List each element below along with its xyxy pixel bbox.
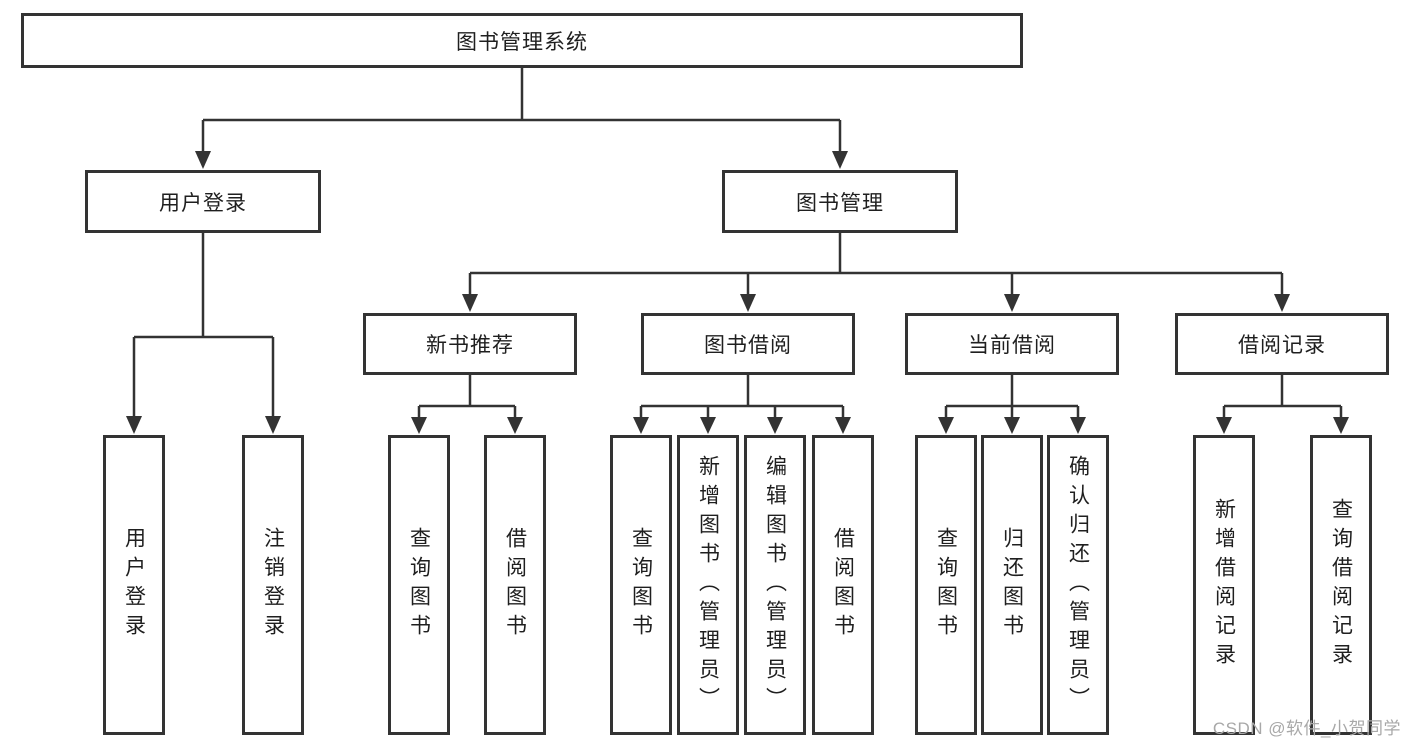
node-label: 归还图书 [1000, 527, 1024, 643]
node-label: 查询图书 [407, 527, 431, 643]
node-label: 图书借阅 [704, 334, 792, 357]
node-label: 用户登录 [159, 191, 247, 215]
connector-current-borrowing-to-leaves [938, 375, 1086, 434]
connector-user-login-to-leaves [126, 233, 281, 434]
node-label: 编辑图书（管理员） [763, 454, 787, 716]
node-borrowing-records: 借阅记录 [1175, 313, 1389, 375]
node-label: 借阅记录 [1238, 334, 1326, 357]
leaf-query-borrow-record: 查询借阅记录 [1310, 435, 1372, 735]
connector-new-book-recommend-to-leaves [411, 375, 523, 434]
node-label: 查询借阅记录 [1329, 498, 1353, 672]
node-label: 查询图书 [934, 527, 958, 643]
node-label: 新书推荐 [426, 334, 514, 357]
watermark: CSDN @软件_小贺同学 [1212, 719, 1401, 738]
node-library-management-system: 图书管理系统 [21, 13, 1023, 68]
connector-borrowing-records-to-leaves [1216, 375, 1349, 434]
node-label: 用户登录 [122, 527, 146, 643]
node-label: 查询图书 [629, 527, 653, 643]
leaf-confirm-return-admin: 确认归还（管理员） [1047, 435, 1109, 735]
node-label: 借阅图书 [503, 527, 527, 643]
leaf-query-books-borrowing: 查询图书 [610, 435, 672, 735]
connector-book-borrowing-to-leaves [633, 375, 851, 434]
node-new-book-recommend: 新书推荐 [363, 313, 577, 375]
node-label: 确认归还（管理员） [1066, 454, 1090, 716]
node-label: 新增图书（管理员） [696, 454, 720, 716]
leaf-query-books-recommend: 查询图书 [388, 435, 450, 735]
node-book-borrowing: 图书借阅 [641, 313, 855, 375]
node-label: 新增借阅记录 [1212, 498, 1236, 672]
node-label: 图书管理系统 [456, 30, 588, 54]
node-label: 当前借阅 [968, 334, 1056, 357]
leaf-borrow-books-borrowing: 借阅图书 [812, 435, 874, 735]
leaf-add-borrow-record: 新增借阅记录 [1193, 435, 1255, 735]
leaf-query-books-current: 查询图书 [915, 435, 977, 735]
node-user-login: 用户登录 [85, 170, 321, 233]
leaf-user-login: 用户登录 [103, 435, 165, 735]
node-label: 图书管理 [796, 191, 884, 215]
leaf-borrow-books-recommend: 借阅图书 [484, 435, 546, 735]
node-label: 注销登录 [261, 527, 285, 643]
connector-book-management-to-level3 [462, 233, 1290, 312]
leaf-return-books: 归还图书 [981, 435, 1043, 735]
node-book-management: 图书管理 [722, 170, 958, 233]
leaf-edit-book-admin: 编辑图书（管理员） [744, 435, 806, 735]
leaf-add-book-admin: 新增图书（管理员） [677, 435, 739, 735]
node-label: 借阅图书 [831, 527, 855, 643]
node-current-borrowing: 当前借阅 [905, 313, 1119, 375]
leaf-logout: 注销登录 [242, 435, 304, 735]
connector-root-to-level2 [195, 66, 848, 169]
